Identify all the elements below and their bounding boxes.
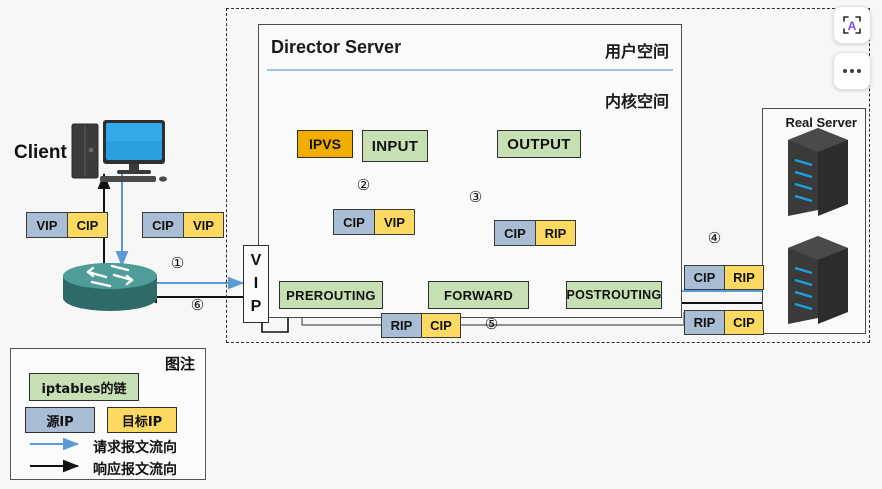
- director-server-box: Director Server 用户空间 内核空间: [258, 24, 682, 318]
- packet-client-request: CIP VIP: [142, 212, 224, 238]
- legend-chain-swatch: iptables的链: [29, 373, 139, 401]
- router-icon: [63, 263, 157, 311]
- legend-box: 图注 iptables的链 源IP 目标IP 请求报文流向 响应报文流向: [10, 348, 206, 480]
- step-badge-5: ⑤: [484, 315, 499, 333]
- text-select-icon: A: [843, 16, 861, 34]
- real-server-title: Real Server: [785, 115, 857, 130]
- chain-prerouting[interactable]: PREROUTING: [279, 281, 383, 309]
- chain-output[interactable]: OUTPUT: [497, 130, 581, 158]
- packet-src: CIP: [334, 210, 374, 234]
- packet-src: CIP: [143, 213, 183, 237]
- packet-dst: RIP: [534, 221, 575, 245]
- packet-dst: CIP: [420, 314, 460, 337]
- userspace-label: 用户空间: [604, 42, 669, 61]
- ocr-letter: A: [848, 19, 857, 33]
- vip-letter-v: V: [250, 251, 262, 269]
- client-label: Client: [14, 142, 67, 163]
- legend-title: 图注: [164, 355, 195, 373]
- outer-dashed-region: [226, 8, 870, 343]
- vip-letter-p: P: [250, 298, 262, 316]
- packet-src: CIP: [495, 221, 535, 245]
- kernelspace-label: 内核空间: [604, 92, 669, 111]
- chain-ipvs[interactable]: IPVS: [297, 130, 353, 158]
- packet-src: RIP: [685, 311, 724, 334]
- more-options-button[interactable]: [833, 52, 871, 90]
- more-dots-icon: [843, 69, 861, 73]
- packet-src: RIP: [382, 314, 421, 337]
- chain-forward[interactable]: FORWARD: [428, 281, 529, 309]
- packet-src: VIP: [27, 213, 67, 237]
- legend-response-label: 响应报文流向: [93, 462, 177, 478]
- packet-step2: CIP VIP: [333, 209, 415, 235]
- packet-rs-response: RIP CIP: [684, 310, 764, 335]
- packet-dst: CIP: [66, 213, 107, 237]
- step-badge-3: ③: [468, 188, 483, 206]
- space-divider: [267, 69, 673, 71]
- step-badge-6: ⑥: [190, 296, 205, 314]
- packet-src: CIP: [685, 266, 724, 289]
- packet-step5: RIP CIP: [381, 313, 461, 338]
- packet-client-response: VIP CIP: [26, 212, 108, 238]
- desktop-computer-icon: [71, 120, 167, 182]
- packet-dst: VIP: [373, 210, 414, 234]
- packet-dst: RIP: [723, 266, 763, 289]
- vip-vertical-tag: V I P: [243, 245, 269, 323]
- legend-request-label: 请求报文流向: [93, 440, 177, 456]
- ocr-text-recognize-button[interactable]: A: [833, 6, 871, 44]
- packet-dst: CIP: [723, 311, 763, 334]
- step-badge-2: ②: [356, 176, 371, 194]
- packet-step4: CIP RIP: [684, 265, 764, 290]
- packet-step3: CIP RIP: [494, 220, 576, 246]
- packet-dst: VIP: [182, 213, 223, 237]
- step-badge-4: ④: [707, 229, 722, 247]
- chain-input[interactable]: INPUT: [362, 130, 428, 162]
- real-server-box: Real Server: [762, 108, 866, 334]
- legend-dst-swatch: 目标IP: [107, 407, 177, 433]
- legend-src-swatch: 源IP: [25, 407, 95, 433]
- chain-postrouting[interactable]: POSTROUTING: [566, 281, 662, 309]
- vip-letter-i: I: [253, 274, 259, 292]
- director-server-title: Director Server: [271, 37, 402, 57]
- step-badge-1: ①: [170, 254, 185, 272]
